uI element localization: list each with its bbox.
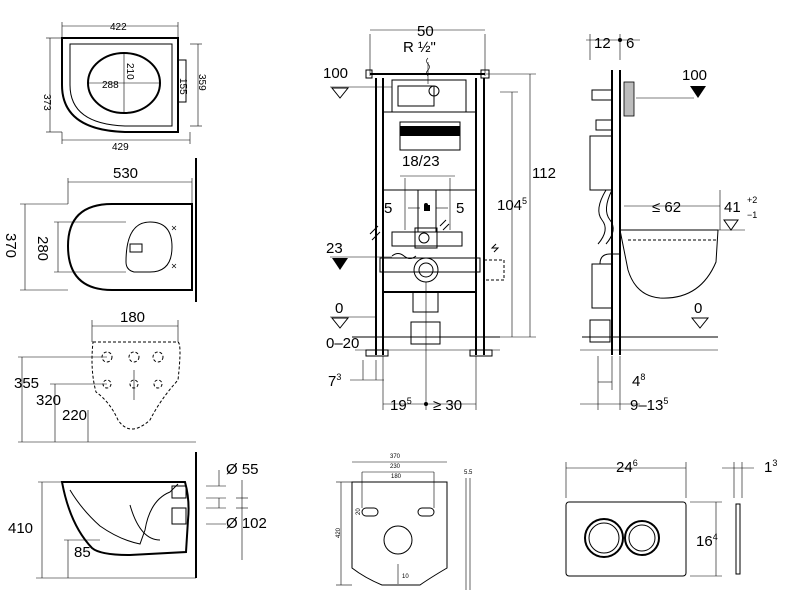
height-1045-label: 1045 [497, 196, 527, 214]
level-0-label: 0 [335, 300, 343, 317]
seat-inner-width-label: 288 [102, 80, 119, 91]
hole-h2-label: 320 [36, 392, 61, 409]
offset-left-label: 5 [384, 200, 392, 217]
bowl-outlet-height-label: 85 [74, 544, 91, 561]
plate-height-label: 164 [696, 532, 718, 550]
mat-lower-label: 10 [402, 574, 409, 580]
side-bottom-48-label: 48 [632, 372, 645, 390]
mat-w-mid-label: 230 [390, 464, 401, 470]
bottom-195-label: 195 [390, 396, 412, 414]
side-top-right-label: 6 [626, 35, 634, 52]
seat-top-view [46, 22, 202, 144]
bowl-inner-label: 280 [34, 236, 51, 261]
seat-inner-depth-label: 359 [196, 74, 207, 91]
bottom-73-label: 73 [328, 372, 341, 390]
hole-h3-label: 220 [62, 407, 87, 424]
level-range-label: 0–20 [326, 335, 359, 352]
hole-pattern-view [18, 320, 196, 443]
sound-mat-view [336, 461, 471, 590]
projection-label: ≤ 62 [652, 199, 681, 216]
plate-width-label: 246 [616, 458, 638, 476]
inlet-diameter-label: Ø 55 [226, 461, 259, 478]
outlet-diameter-label: Ø 102 [226, 515, 267, 532]
side-top-left-label: 12 [594, 35, 611, 52]
total-height-label: 112 [532, 165, 556, 182]
seat-tolerance-plus: +2 [747, 195, 757, 205]
mat-offset-label: 20 [356, 508, 362, 515]
mat-thickness-label: 5.5 [464, 470, 473, 476]
side-top-level-label: 100 [682, 67, 707, 84]
hole-h1-label: 355 [14, 375, 39, 392]
side-bottom-range-label: 9–135 [630, 396, 668, 414]
level-23-label: 23 [326, 240, 343, 257]
offset-right-label: 5 [456, 200, 464, 217]
mat-height-label: 420 [336, 527, 342, 538]
mat-w-inner-label: 180 [391, 474, 402, 480]
bowl-length-label: 530 [113, 165, 138, 182]
seat-tolerance-minus: −1 [747, 210, 757, 220]
seat-height-label: 41 [724, 199, 741, 216]
center-spacing-label: 18/23 [402, 153, 440, 170]
frame-front-view [330, 29, 536, 410]
mat-w-outer-label: 370 [390, 454, 401, 460]
bottom-min-label: ≥ 30 [433, 397, 462, 414]
bowl-width-label: 370 [2, 233, 19, 258]
flush-plate-view [565, 462, 754, 577]
water-supply-label: R ½" [403, 39, 436, 56]
seat-bottom-width-label: 429 [112, 142, 129, 153]
bowl-height-label: 410 [8, 520, 33, 537]
frame-width-label: 50 [417, 23, 434, 40]
bowl-top-view [20, 158, 197, 302]
seat-offset-label: 155 [177, 78, 188, 95]
hole-spacing-label: 180 [120, 309, 145, 326]
side-level-0-label: 0 [694, 300, 702, 317]
frame-side-view [580, 34, 745, 410]
seat-depth-label: 373 [41, 94, 52, 111]
plate-depth-label: 13 [764, 458, 777, 476]
seat-width-label: 422 [110, 22, 127, 33]
top-level-label: 100 [323, 65, 348, 82]
bowl-side-view [36, 452, 248, 579]
seat-inner-depth-small-label: 210 [124, 63, 135, 80]
